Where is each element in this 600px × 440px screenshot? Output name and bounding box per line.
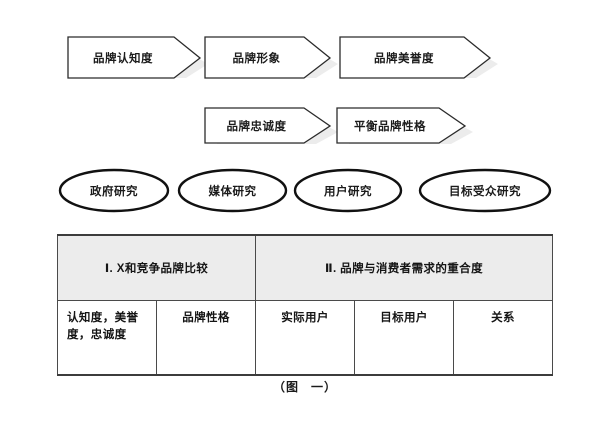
ellipse-user-research[interactable]: 用户研究: [293, 168, 403, 213]
arrow-brand-reputation[interactable]: 品牌美誉度: [339, 36, 498, 79]
ellipse-shape: [58, 168, 170, 213]
ellipse-shape: [177, 168, 288, 213]
figure-caption-open: （图: [272, 380, 299, 394]
arrow-brand-loyalty[interactable]: 品牌忠诚度: [204, 107, 338, 144]
table-cell-actual-users: 实际用户: [255, 300, 355, 376]
table-cell-brand-personality: 品牌性格: [156, 300, 256, 376]
table-header-cell-2: Ⅱ. 品牌与消费者需求的重合度: [255, 234, 553, 301]
ellipse-government-research[interactable]: 政府研究: [58, 168, 170, 213]
table-header: Ⅰ. X和竞争品牌比较 Ⅱ. 品牌与消费者需求的重合度: [57, 234, 553, 301]
table-header-cell-1: Ⅰ. X和竞争品牌比较: [57, 234, 256, 301]
ellipse-media-research[interactable]: 媒体研究: [177, 168, 288, 213]
table-cell-text: 关系: [491, 312, 515, 324]
ellipse-shape: [293, 168, 403, 213]
table-cell-text: 实际用户: [281, 312, 329, 324]
comparison-table: Ⅰ. X和竞争品牌比较 Ⅱ. 品牌与消费者需求的重合度 认知度，美誉度，忠诚度 …: [57, 234, 553, 376]
table-header-row: Ⅰ. X和竞争品牌比较 Ⅱ. 品牌与消费者需求的重合度: [57, 234, 553, 301]
ellipse-shape: [418, 168, 552, 213]
table-header-text: Ⅱ. 品牌与消费者需求的重合度: [325, 263, 483, 275]
arrow-shape: [204, 36, 332, 79]
table-row: 认知度，美誉度，忠诚度 品牌性格 实际用户 目标用户 关系: [57, 300, 553, 376]
figure-caption: （图一）: [57, 378, 553, 395]
arrow-brand-awareness[interactable]: 品牌认知度: [67, 36, 208, 79]
arrow-shape: [204, 107, 332, 144]
table-header-text: Ⅰ. X和竞争品牌比较: [104, 263, 209, 275]
arrow-shape: [67, 36, 202, 79]
arrow-shape: [336, 107, 467, 144]
table-cell-target-users: 目标用户: [354, 300, 454, 376]
ellipse-target-audience-research[interactable]: 目标受众研究: [418, 168, 552, 213]
table-body: 认知度，美誉度，忠诚度 品牌性格 实际用户 目标用户 关系: [57, 300, 553, 376]
table-cell-relationship: 关系: [453, 300, 553, 376]
table-cell-text: 认知度，美誉度，忠诚度: [67, 312, 139, 341]
table-cell-text: 目标用户: [380, 312, 428, 324]
arrow-balanced-brand-personality[interactable]: 平衡品牌性格: [336, 107, 473, 144]
figure-caption-number: 一）: [311, 380, 338, 394]
arrow-shape: [339, 36, 492, 79]
table-cell-awareness-reputation-loyalty: 认知度，美誉度，忠诚度: [57, 300, 157, 376]
table-cell-text: 品牌性格: [182, 312, 230, 324]
arrow-brand-image[interactable]: 品牌形象: [204, 36, 338, 79]
